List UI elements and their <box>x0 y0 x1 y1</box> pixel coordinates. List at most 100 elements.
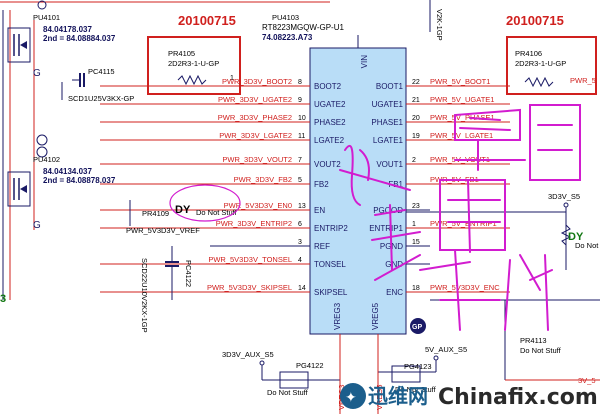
right-pin-enc: ENC <box>386 288 403 297</box>
right-pin-pgood: PGOOD <box>373 206 403 215</box>
pin-vreg5-inner: VREG5 <box>371 302 380 330</box>
gate-label-g2: G <box>33 220 41 231</box>
left-pin-lgate2: LGATE2 <box>314 136 345 145</box>
vref-net: PWR_5V3D3V_VREF <box>126 226 200 235</box>
pr4109-dy: DY <box>175 204 191 216</box>
right-pin-fb1: FB1 <box>388 180 403 189</box>
pr4106-ref: PR4106 <box>515 49 542 58</box>
right-pin-num-phase1: 20 <box>412 115 420 122</box>
left-net-skipsel: PWR_5V3D3V_SKIPSEL <box>207 283 292 292</box>
left-pin-entrip2: ENTRIP2 <box>314 224 348 233</box>
pr4105-date: 20100715 <box>178 13 236 28</box>
gate-label-g1: G <box>33 68 41 79</box>
aux-3d3v: 3D3V_AUX_S5 <box>222 350 274 359</box>
left-pin-num-boot2: 8 <box>298 79 302 86</box>
pin-vin: VIN <box>360 55 369 69</box>
svg-text:✦: ✦ <box>345 390 357 406</box>
left-bus <box>2 10 35 300</box>
left-pin-num-ugate2: 9 <box>298 97 302 104</box>
handwritten-annotation <box>339 104 581 331</box>
pc4122-part: SCD22U10V2KX-1GP <box>140 258 149 333</box>
right-pin-num-lgate1: 19 <box>412 133 420 140</box>
right-net-boot1: PWR_5V_BOOT1 <box>430 77 490 86</box>
left-pin-tonsel: TONSEL <box>314 260 346 269</box>
left-net-entrip2: PWR_3D3V_ENTRIP2 <box>216 219 292 228</box>
right-pin-phase1: PHASE1 <box>371 118 403 127</box>
right-dy: DY <box>568 231 584 243</box>
pr4109-note: Do Not Stuff <box>196 208 238 217</box>
right-pin-num-ugate1: 21 <box>412 97 420 104</box>
pc4122-ref: PC4122 <box>184 260 193 287</box>
page-number-3: 3 <box>0 293 6 305</box>
watermark-brand: 迅维网 <box>368 384 428 408</box>
left-pin-skipsel: SKIPSEL <box>314 288 348 297</box>
right-pin-num-enc: 18 <box>412 285 420 292</box>
left-net-tonsel: PWR_5V3D3V_TONSEL <box>208 255 292 264</box>
capacitor-pc4122: PC4122 SCD22U10V2KX-1GP <box>140 246 193 333</box>
right-pin-num-entrip1: 1 <box>412 221 416 228</box>
right-pin-ugate1: UGATE1 <box>372 100 404 109</box>
pin-vreg5-outer: VREG5 <box>375 385 384 410</box>
right-pin-num-vout1: 2 <box>412 157 416 164</box>
capacitor-pc4115: PC4115 SCD1U25V3KX-GP <box>61 67 134 103</box>
pr4106-net-tail: PWR_5 <box>570 76 596 85</box>
pu4102-part-number: 84.04134.037 <box>43 167 92 176</box>
pin-vreg3-inner: VREG3 <box>333 302 342 330</box>
left-pin-num-en: 13 <box>298 203 306 210</box>
left-pin-vout2: VOUT2 <box>314 160 341 169</box>
pu4101-ref: PU4101 <box>33 13 60 22</box>
right-net-entrip1: PWR_5V_ENTRIP1 <box>430 219 497 228</box>
right-out-net: 3V_5 <box>578 376 596 385</box>
right-pin-entrip1: ENTRIP1 <box>369 224 403 233</box>
right-net-phase1: PWR_5V_PHASE1 <box>430 113 495 122</box>
right-pin-lgate1: LGATE1 <box>373 136 404 145</box>
left-pin-num-lgate2: 11 <box>298 133 305 140</box>
pr4113-note: Do Not Stuff <box>520 346 562 355</box>
pg4122-ref: PG4122 <box>296 361 324 370</box>
left-pin-num-phase2: 10 <box>298 115 306 122</box>
left-pin-num-tonsel: 4 <box>298 257 302 264</box>
pr4105-ref: PR4105 <box>168 49 195 58</box>
right-pin-num-pgood: 23 <box>412 203 420 210</box>
right-pin-vout1: VOUT1 <box>376 160 403 169</box>
left-pin-num-fb2: 5 <box>298 177 302 184</box>
left-pin-boot2: BOOT2 <box>314 82 342 91</box>
pc4115-part: SCD1U25V3KX-GP <box>68 94 134 103</box>
pr4105-block: 20100715 PR4105 2D2R3-1-U-GP 1 <box>147 13 241 95</box>
mosfet-pu4101: PU4101 84.04178.037 2nd = 84.08884.037 G <box>7 0 116 79</box>
left-net-ugate2: PWR_3D3V_UGATE2 <box>218 95 292 104</box>
pu4101-part-number: 84.04178.037 <box>43 25 92 34</box>
mosfet-pu4102: PU4102 84.04134.037 2nd = 84.08878.037 G <box>7 134 116 231</box>
left-pin-num-vout2: 7 <box>298 157 302 164</box>
gp-badge: GP <box>412 324 422 331</box>
left-net-en: PWR_5V3D3V_EN0 <box>224 201 292 210</box>
rail-3d3v-s5: 3D3V_S5 <box>548 192 580 201</box>
ic-pu4103: PU4103 RT8223MGQW-GP-U1 74.08223.A73 VIN… <box>262 13 426 335</box>
chip-number: 74.08223.A73 <box>262 33 313 42</box>
right-note: Do Not <box>575 241 599 250</box>
right-pin-boot1: BOOT1 <box>376 82 404 91</box>
left-pin-ugate2: UGATE2 <box>314 100 346 109</box>
left-pin-fb2: FB2 <box>314 180 329 189</box>
pr4113-ref: PR4113 <box>520 336 547 345</box>
left-pin-phase2: PHASE2 <box>314 118 346 127</box>
top-right-part-fragment: V2K-1GP <box>435 9 444 41</box>
pr4109-block: PR4109 DY Do Not Stuff PWR_5V3D3V_VREF <box>126 184 306 247</box>
pr4105-pin-1: 1 <box>230 75 234 82</box>
pu4102-second-source: 2nd = 84.08878.037 <box>43 176 116 185</box>
pu4101-second-source: 2nd = 84.08884.037 <box>43 34 116 43</box>
pr4105-part: 2D2R3-1-U-GP <box>168 59 219 68</box>
chip-ref: PU4103 <box>272 13 299 22</box>
left-pin-num-ref: 3 <box>298 239 302 246</box>
pr4109-ref: PR4109 <box>142 209 169 218</box>
pc4115-ref: PC4115 <box>88 67 115 76</box>
aux-5v: 5V_AUX_S5 <box>425 345 467 354</box>
right-net-ugate1: PWR_5V_UGATE1 <box>430 95 494 104</box>
left-net-phase2: PWR_3D3V_PHASE2 <box>218 113 292 122</box>
pg4123-ref: PG4123 <box>404 362 432 371</box>
left-pin-num-skipsel: 14 <box>298 285 306 292</box>
watermark: ✦ 迅维网 Chinafix.com <box>340 383 598 410</box>
left-net-lgate2: PWR_3D3V_LGATE2 <box>219 131 292 140</box>
chip-part: RT8223MGQW-GP-U1 <box>262 23 344 32</box>
